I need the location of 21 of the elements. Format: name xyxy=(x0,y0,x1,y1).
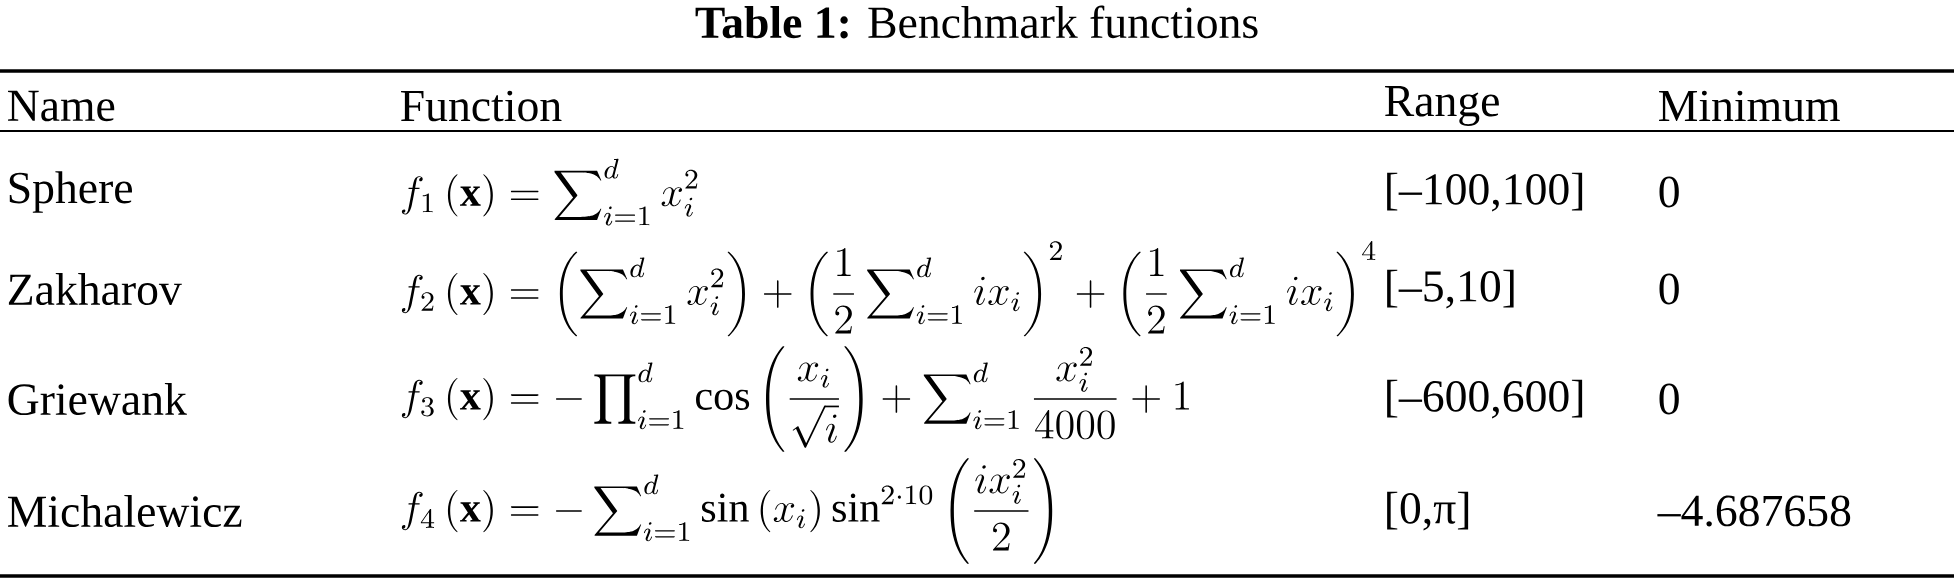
table-cell: [–100,100] xyxy=(1387,172,1583,212)
column-header: Name xyxy=(8,90,115,122)
table-title: Table 1: Benchmark functions xyxy=(695,5,1258,39)
table-cell: Sphere xyxy=(9,171,132,213)
formula: $f_4\left(\mathbf{x}\right)=-\sum\nolimits_{i=1}^{d}\sin\left(x_i\right)\sin^{2\cdot 10}\left(\frac{i x_i^2}{2}\right)$ xyxy=(401,458,1053,564)
table-cell: Griewank xyxy=(8,382,187,416)
table-cell: 0 xyxy=(1659,383,1679,415)
formula: $f_3\left(\mathbf{x}\right)=-\prod\nolimits_{i=1}^{d}\cos\left(\frac{x_i}{\sqrt{i}}\right)+\sum\nolimits_{i=1}^{d}\frac{x_i^2}{4000}+1$ xyxy=(401,346,1189,452)
table-cell: Michalewicz xyxy=(8,494,242,528)
column-header: Minimum xyxy=(1659,90,1840,122)
column-header: Function xyxy=(401,90,562,122)
table-cell: 0 xyxy=(1659,273,1679,305)
table-cell: [–600,600] xyxy=(1387,379,1583,419)
column-header: Range xyxy=(1385,86,1499,126)
table-cell: [0,π] xyxy=(1387,491,1469,531)
formula: $f_2\left(\mathbf{x}\right)=\left(\sum\nolimits_{i=1}^{d} x_i^2\right)+\left(\frac{1}{2}\sum\nolimits_{i=1}^{d} i x_i\right)^2+\left(\frac{1}{2}\sum\nolimits_{i=1}^{d} i x_i\right)^4$ xyxy=(401,241,1376,337)
table-cell: Zakharov xyxy=(8,272,182,306)
table-cell: [–5,10] xyxy=(1387,269,1514,309)
table-cell: 0 xyxy=(1659,176,1679,208)
table-cell: –4.687658 xyxy=(1657,495,1851,527)
formula: $f_1\left(\mathbf{x}\right)=\sum\nolimits_{i=1}^{d} x_i^2$ xyxy=(401,158,698,226)
